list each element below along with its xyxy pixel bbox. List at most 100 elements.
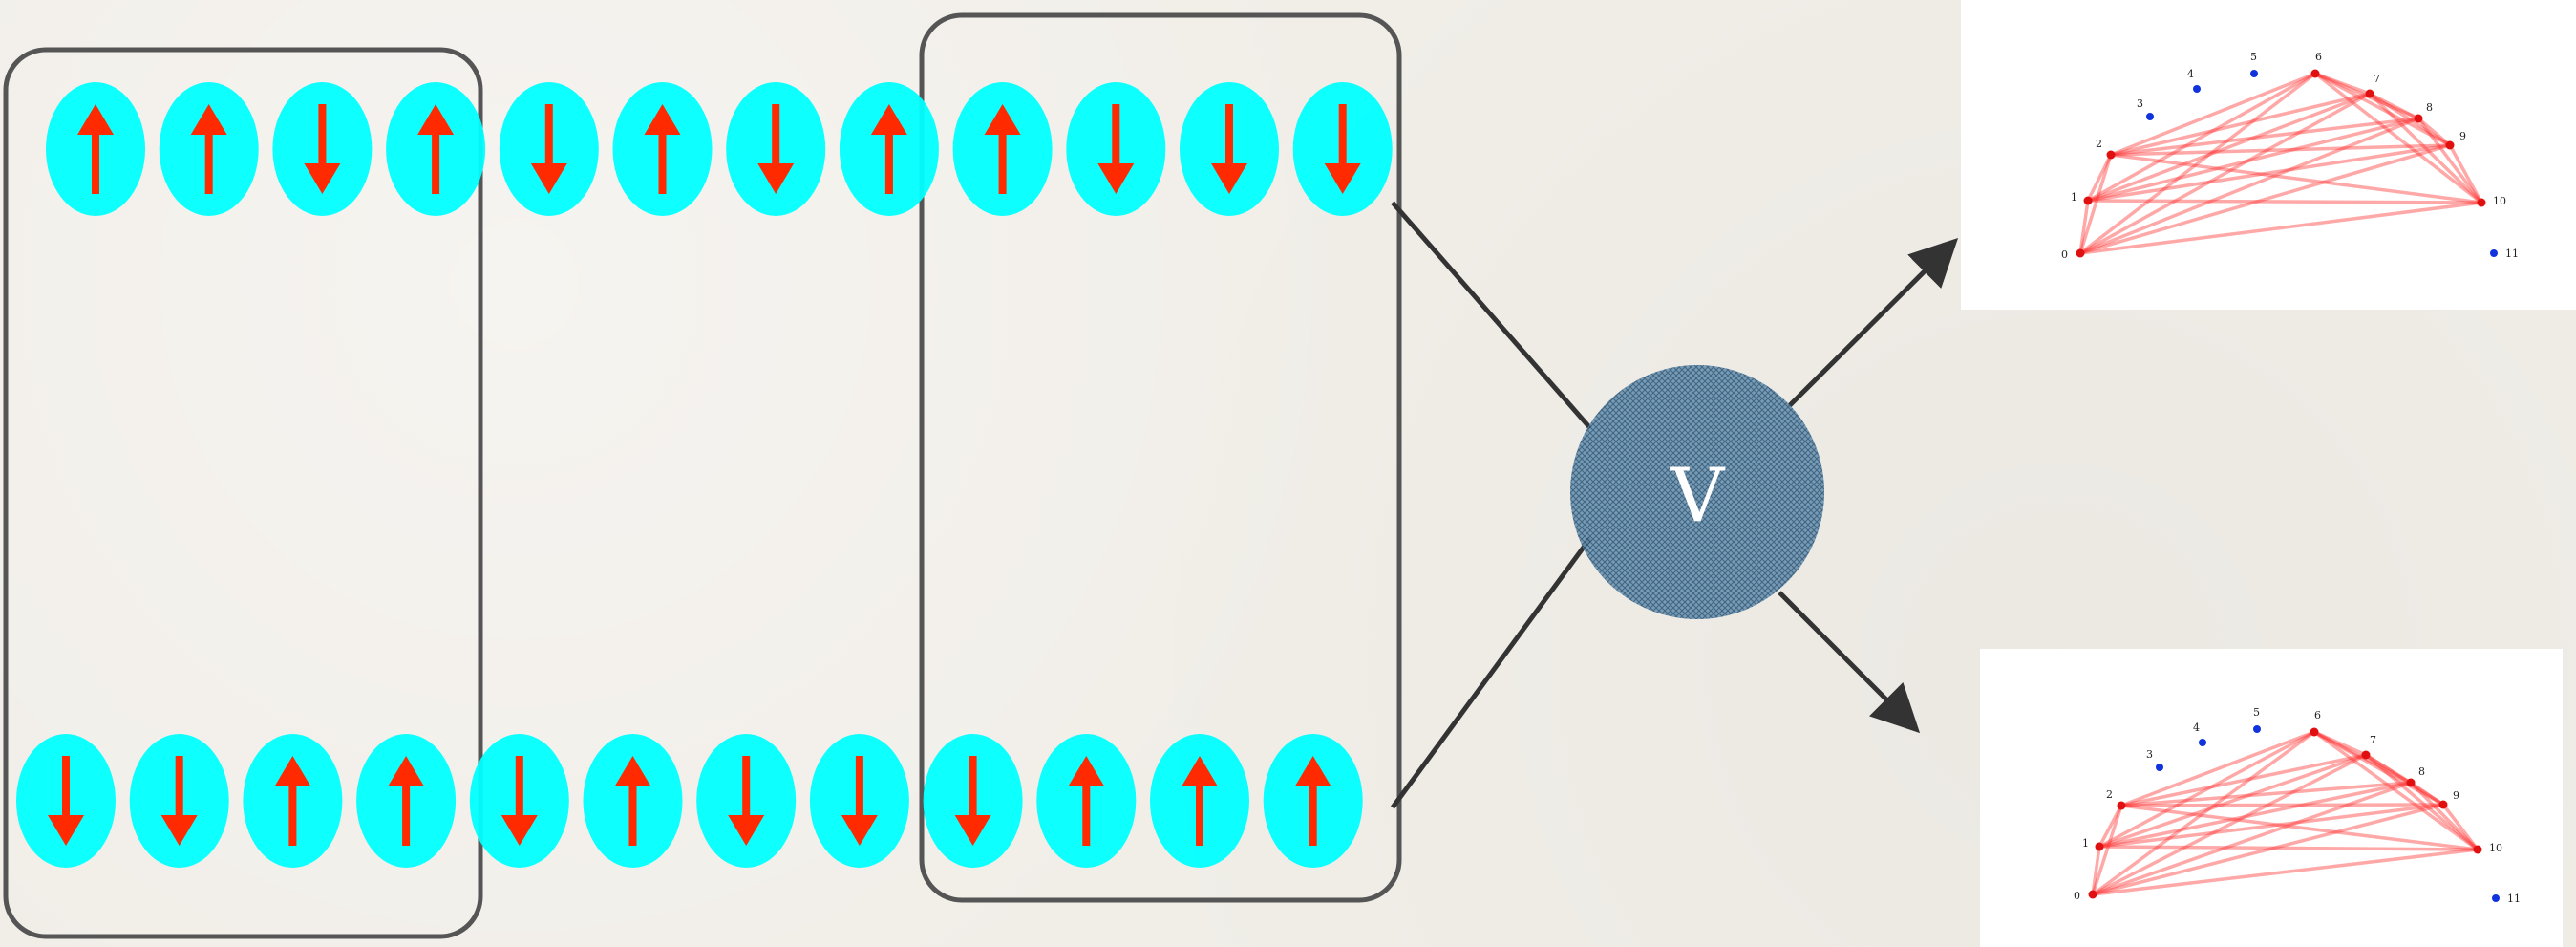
- graph-edge: [2079, 143, 2451, 255]
- graph-node: [2106, 150, 2116, 160]
- top-spin-3: [386, 82, 486, 216]
- bottom-spin-6: [696, 734, 797, 868]
- graph-edge: [2416, 117, 2452, 147]
- graph-node: [2438, 800, 2448, 809]
- graph-edge: [2416, 117, 2483, 204]
- graph-edge: [2079, 201, 2482, 255]
- graph-node-label: 10: [2493, 195, 2506, 207]
- spin-up-arrow-icon: [984, 104, 1021, 194]
- spin-up-arrow-icon: [1182, 756, 1218, 846]
- graph-edge: [2369, 92, 2419, 120]
- graph-node-label: 8: [2426, 101, 2433, 114]
- graph-edge: [2410, 781, 2444, 807]
- top-spin-2: [272, 82, 373, 216]
- spin-up-arrow-icon: [644, 104, 681, 194]
- graph-node: [2146, 113, 2154, 120]
- graph-node: [2406, 778, 2416, 787]
- graph-edge: [2441, 803, 2480, 851]
- vertex-v: [1570, 365, 1824, 619]
- bottom-graph-edges: [2091, 730, 2480, 896]
- spin-down-arrow-icon: [1097, 104, 1135, 194]
- graph-edge: [2098, 845, 2479, 851]
- graph-edge: [2120, 730, 2315, 807]
- graph-edge: [2120, 781, 2412, 807]
- bottom-chain-connector: [1390, 536, 1593, 809]
- spin-down-arrow-icon: [728, 756, 765, 846]
- graph-edge: [2087, 72, 2316, 203]
- graph-edge: [2314, 72, 2451, 147]
- right-group-box: [919, 12, 1402, 903]
- graph-node: [2492, 894, 2500, 902]
- graph-node-label: 5: [2250, 51, 2257, 63]
- graph-node-label: 4: [2187, 68, 2194, 80]
- bottom-spin-4: [469, 734, 569, 868]
- graph-node-label: 11: [2505, 248, 2519, 260]
- graph-node-label: 9: [2453, 789, 2459, 802]
- graph-edge: [2097, 805, 2123, 848]
- top-spin-8: [952, 82, 1053, 216]
- top-chain-connector: [1391, 201, 1592, 430]
- spin-down-arrow-icon: [530, 104, 567, 194]
- graph-edge: [2369, 92, 2451, 147]
- graph-edge: [2091, 730, 2316, 896]
- graph-node: [2310, 69, 2320, 78]
- graph-edge: [2110, 72, 2316, 157]
- graph-node: [2414, 114, 2423, 123]
- top-spin-0: [46, 82, 145, 216]
- graph-node: [2156, 764, 2163, 771]
- graph-node: [2477, 198, 2486, 207]
- bottom-spin-8: [923, 734, 1023, 868]
- spin-down-arrow-icon: [1324, 104, 1361, 194]
- graph-edge: [2448, 144, 2483, 204]
- spin-down-arrow-icon: [500, 756, 538, 846]
- bottom-spin-chain: [16, 734, 1363, 868]
- graph-edge: [2092, 753, 2367, 896]
- graph-node: [2445, 140, 2455, 150]
- spin-down-arrow-icon: [757, 104, 795, 194]
- graph-edge: [2313, 730, 2444, 807]
- graph-node: [2083, 196, 2093, 205]
- graph-edge: [2314, 72, 2371, 96]
- bottom-spin-3: [356, 734, 457, 868]
- arrow-to-top-graph: [1787, 237, 1959, 408]
- graph-edge: [2087, 143, 2451, 203]
- graph-edge: [2078, 72, 2317, 255]
- graph-edge: [2079, 117, 2419, 255]
- graph-edge: [2092, 803, 2444, 896]
- graph-edge: [2098, 781, 2412, 849]
- bottom-spin-2: [243, 734, 343, 868]
- arrow-to-bottom-graph: [1778, 591, 1921, 734]
- graph-edge: [2313, 72, 2483, 204]
- top-spin-5: [612, 82, 713, 216]
- graph-edge: [2091, 846, 2101, 895]
- spin-up-arrow-icon: [1294, 756, 1331, 846]
- spin-up-arrow-icon: [417, 104, 455, 194]
- graph-edge: [2409, 781, 2480, 851]
- graph-edge: [2079, 92, 2371, 255]
- bottom-spin-1: [129, 734, 229, 868]
- graph-node-label: 1: [2082, 837, 2089, 850]
- top-spin-10: [1180, 82, 1279, 216]
- graph-edge: [2368, 92, 2483, 204]
- graph-node-label: 6: [2315, 51, 2322, 63]
- graph-node-label: 9: [2459, 130, 2466, 142]
- graph-node: [2076, 248, 2085, 258]
- left-group-box: [3, 47, 483, 939]
- graph-node: [2473, 845, 2482, 854]
- graph-edge: [2364, 753, 2480, 851]
- spin-up-arrow-icon: [614, 756, 651, 846]
- graph-edge: [2092, 848, 2479, 896]
- vertex-label: V: [1670, 453, 1726, 539]
- graph-edge: [2098, 730, 2315, 849]
- graph-edge: [2120, 804, 2479, 851]
- graph-node-label: 4: [2193, 721, 2200, 734]
- spin-up-arrow-icon: [388, 756, 425, 846]
- graph-edge: [2091, 805, 2123, 895]
- bottom-spin-9: [1036, 734, 1137, 868]
- graph-edge: [2312, 730, 2480, 851]
- bottom-spin-10: [1150, 734, 1249, 868]
- graph-edge: [2110, 92, 2371, 157]
- top-spin-7: [839, 82, 939, 216]
